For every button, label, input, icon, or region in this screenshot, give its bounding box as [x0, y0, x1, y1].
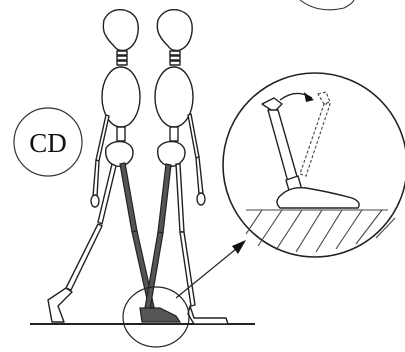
right-front-leg [176, 164, 184, 232]
spine-right [170, 127, 178, 141]
ribcage-right [155, 67, 193, 127]
left-front-leg-dark [120, 163, 137, 232]
partial-circle-top [300, 0, 354, 10]
right-front-foot [188, 306, 228, 324]
cd-label: CD [29, 128, 67, 158]
pelvis-right [158, 142, 185, 167]
dark-feet [140, 308, 180, 322]
neck-left [117, 51, 127, 65]
magnified-view [223, 73, 405, 257]
skull-left [103, 10, 138, 51]
spine-left [117, 127, 125, 141]
skull-right [157, 10, 192, 51]
right-dark-leg [158, 164, 171, 233]
neck-right [170, 51, 180, 65]
pelvis-left [106, 142, 133, 167]
left-back-foot [48, 288, 72, 322]
cd-label-badge: CD [14, 108, 82, 176]
skeleton-right [145, 10, 228, 324]
right-arm [188, 114, 199, 158]
zoom-arrowhead [232, 240, 246, 254]
left-back-leg [98, 164, 116, 224]
